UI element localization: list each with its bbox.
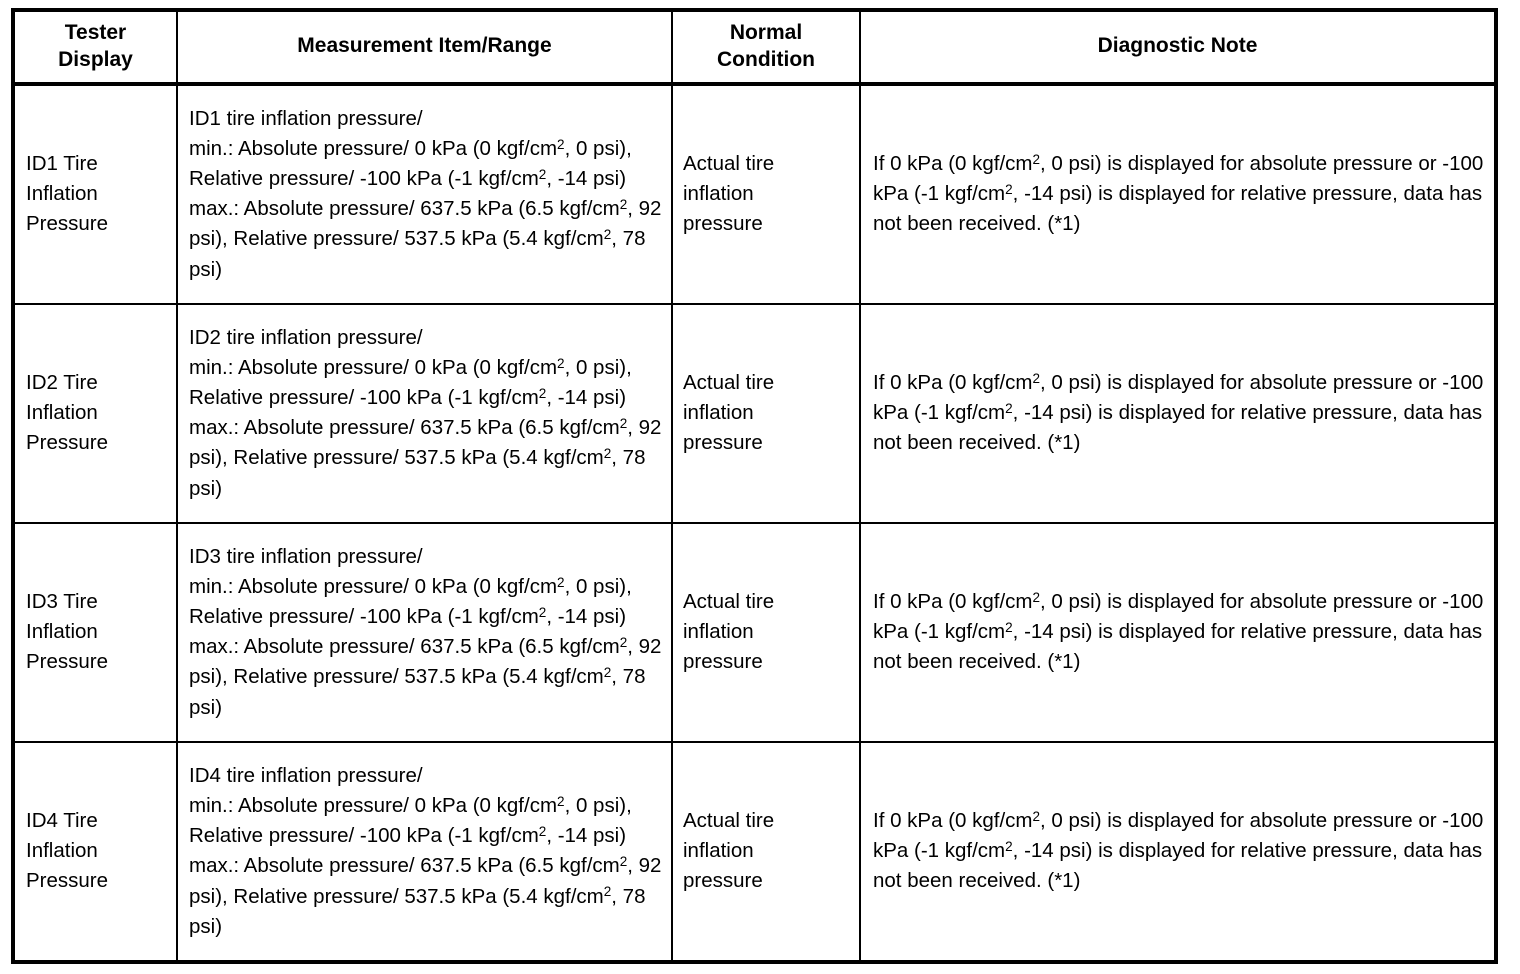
cell-measurement-item-range: ID2 tire inflation pressure/min.: Absolu… xyxy=(177,303,673,524)
cell-diagnostic-note: If 0 kPa (0 kgf/cm2, 0 psi) is displayed… xyxy=(873,809,1484,893)
column-header-measurement-item-range: Measurement Item/Range xyxy=(177,10,673,86)
cell-measurement-item-range: ID3 tire inflation pressure/min.: Absolu… xyxy=(177,522,673,743)
column-header-diagnostic-note: Diagnostic Note xyxy=(860,10,1496,86)
cell-diagnostic-note: If 0 kPa (0 kgf/cm2, 0 psi) is displayed… xyxy=(860,522,1496,743)
cell-diagnostic-note: If 0 kPa (0 kgf/cm2, 0 psi) is displayed… xyxy=(860,303,1496,524)
cell-measurement-item-range: ID1 tire inflation pressure/min.: Absolu… xyxy=(177,83,673,305)
cell-measurement-item-range: ID4 tire inflation pressure/min.: Absolu… xyxy=(177,741,673,962)
cell-diagnostic-note: If 0 kPa (0 kgf/cm2, 0 psi) is displayed… xyxy=(860,83,1496,305)
